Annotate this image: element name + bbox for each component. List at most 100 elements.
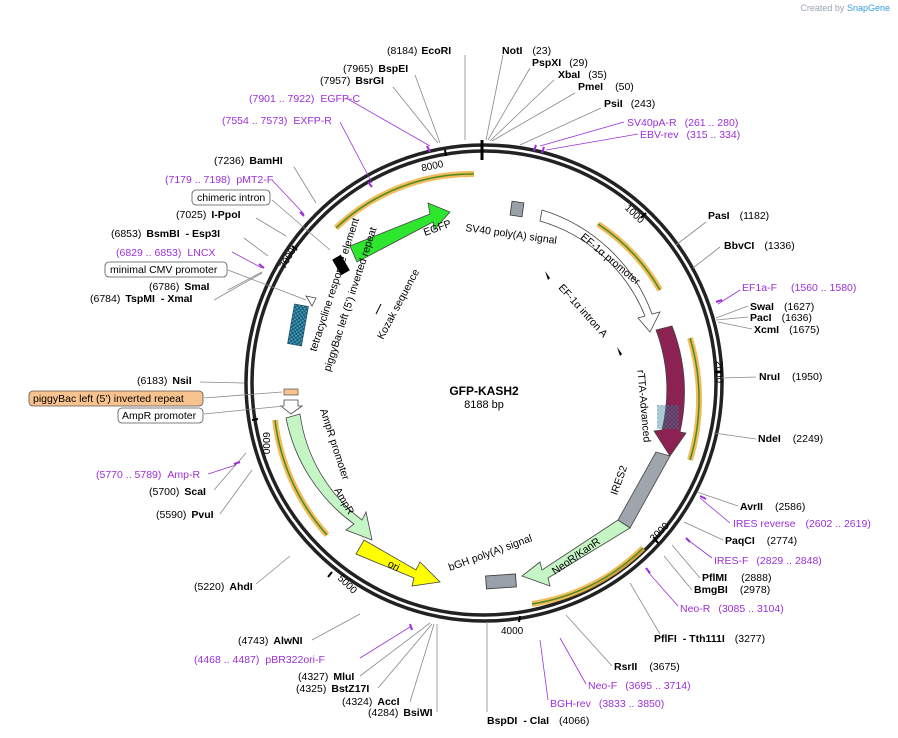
ampr-promoter-box-label: AmpR promoter xyxy=(122,410,197,422)
avrii-label[interactable]: AvrII xyxy=(740,501,763,513)
bamhi-label[interactable]: BamHI xyxy=(249,155,282,167)
bsrgi-label[interactable]: BsrGI xyxy=(355,75,384,87)
pflmi-label[interactable]: PflMI xyxy=(702,572,727,584)
clai-label[interactable]: ClaI xyxy=(530,715,549,727)
ndei-label[interactable]: NdeI xyxy=(758,433,781,445)
xcmi-label[interactable]: XcmI xyxy=(754,324,779,336)
leader-bbvci xyxy=(692,246,721,269)
tick-mark-8000 xyxy=(444,149,447,157)
svg-text:Neo-R(3085 .. 3104): Neo-R(3085 .. 3104) xyxy=(680,603,784,615)
xbai-label[interactable]: XbaI xyxy=(558,69,580,81)
mlui-label[interactable]: MluI xyxy=(333,671,354,683)
noti-label[interactable]: NotI xyxy=(502,45,522,57)
lncx-label[interactable]: LNCX xyxy=(187,247,215,259)
bgh-polya-label: bGH poly(A) signal xyxy=(447,532,534,573)
credit-brand: SnapGene xyxy=(846,3,890,13)
svg-text:SwaI(1627): SwaI(1627) xyxy=(750,301,814,313)
neo-f-label[interactable]: Neo-F xyxy=(588,680,617,692)
bspei-label[interactable]: BspEI xyxy=(378,63,408,75)
boxed-labels: chimeric intron minimal CMV promoter pig… xyxy=(28,189,271,424)
ires-f-label[interactable]: IRES-F xyxy=(714,555,748,567)
smai-label[interactable]: SmaI xyxy=(184,281,209,293)
esp3i-label[interactable]: Esp3I xyxy=(192,228,220,240)
min-cmv-box-label: minimal CMV promoter xyxy=(110,264,218,276)
pasi-label[interactable]: PasI xyxy=(708,210,730,222)
acci-label[interactable]: AccI xyxy=(377,696,399,708)
bsmbi-label[interactable]: BsmBI xyxy=(146,228,179,240)
bstz17i-label[interactable]: BstZ17I xyxy=(331,683,369,695)
sv40pa-r-label[interactable]: SV40pA-R xyxy=(627,117,677,129)
tick-mark-4000 xyxy=(518,615,521,623)
tick-mark-7000 xyxy=(291,245,298,251)
neokan-label: NeoR/KanR xyxy=(550,535,603,577)
leader-ires-reverse xyxy=(699,497,731,524)
psii-label[interactable]: PsiI xyxy=(604,98,623,110)
pbr322ori-f-label[interactable]: pBR322ori-F xyxy=(265,654,325,666)
pmt2-f-label[interactable]: pMT2-F xyxy=(236,174,273,186)
scai-label[interactable]: ScaI xyxy=(184,486,206,498)
pvui-label[interactable]: PvuI xyxy=(191,509,213,521)
rtta-label: rTTA-Advanced xyxy=(634,369,652,443)
svg-text:(5220)AhdI: (5220)AhdI xyxy=(194,581,253,593)
bstz17i-pos: (4325) xyxy=(296,683,326,695)
alwni-pos: (4743) xyxy=(238,635,268,647)
svg-text:PaqCI(2774): PaqCI(2774) xyxy=(725,535,797,547)
svg-text:(7025)I-PpoI: (7025)I-PpoI xyxy=(176,209,241,221)
min-cmv-box[interactable] xyxy=(104,261,228,278)
tspmi-label[interactable]: TspMI xyxy=(125,293,155,305)
ampr-promoter-box[interactable] xyxy=(117,407,204,424)
ef1a-f-label[interactable]: EF1a-F xyxy=(742,282,777,294)
ires-reverse-label[interactable]: IRES reverse xyxy=(733,518,796,530)
swai-label[interactable]: SwaI xyxy=(750,301,774,313)
leader-neo-r xyxy=(647,571,679,607)
svg-text:IRES reverse(2602 .. 2619): IRES reverse(2602 .. 2619) xyxy=(733,518,871,530)
amp-r-label[interactable]: Amp-R xyxy=(167,469,200,481)
xmai-label[interactable]: XmaI xyxy=(167,293,192,305)
leader-paci xyxy=(715,316,749,321)
nrui-label[interactable]: NruI xyxy=(759,371,780,383)
paqci-label[interactable]: PaqCI xyxy=(725,535,755,547)
i-ppoi-label[interactable]: I-PpoI xyxy=(211,209,240,221)
bsmbi-pos: (6853) xyxy=(111,228,141,240)
alwni-label[interactable]: AlwNI xyxy=(273,635,302,647)
leader-pflfi xyxy=(629,582,661,635)
primer-site-amp-r xyxy=(233,461,241,465)
primer-site-ebv-rev xyxy=(541,146,545,154)
svg-text:EBV-rev(315 .. 334): EBV-rev(315 .. 334) xyxy=(640,129,740,141)
tth111i-label[interactable]: Tth111I xyxy=(689,633,725,645)
bspdi-label[interactable]: BspDI xyxy=(487,715,517,727)
rsrii-label[interactable]: RsrII xyxy=(614,661,637,673)
bsiwi-pos: (4284) xyxy=(368,707,398,719)
egfp-c-label[interactable]: EGFP-C xyxy=(320,93,360,105)
chimeric-intron-box[interactable] xyxy=(191,189,271,206)
ahdi-label[interactable]: AhdI xyxy=(229,581,252,593)
pspxi-label[interactable]: PspXI xyxy=(532,57,561,69)
pmei-label[interactable]: PmeI xyxy=(578,81,603,93)
pbr322ori-f-range: (4468 .. 4487) xyxy=(194,654,259,666)
tick-4000: 4000 xyxy=(501,626,524,637)
exfp-r-label[interactable]: EXFP-R xyxy=(293,115,332,127)
bsiwi-label[interactable]: BsiWI xyxy=(403,707,432,719)
ebv-rev-label[interactable]: EBV-rev xyxy=(640,129,679,141)
nsii-label[interactable]: NsiI xyxy=(172,375,191,387)
pflfi-label[interactable]: PflFI xyxy=(654,633,677,645)
tick-6000: 6000 xyxy=(260,432,271,455)
leader-pvui xyxy=(219,469,253,515)
ecori-label[interactable]: EcoRI xyxy=(421,45,451,57)
kozak-marker xyxy=(375,303,382,315)
rsrii-pos: (3675) xyxy=(649,661,679,673)
paci-label[interactable]: PacI xyxy=(750,312,772,324)
bmgbi-label[interactable]: BmgBI xyxy=(694,584,728,596)
piggybac-box[interactable] xyxy=(28,390,204,407)
leader-lncx xyxy=(231,251,263,269)
bmgbi-pos: (2978) xyxy=(740,584,770,596)
bgh-rev-label[interactable]: BGH-rev xyxy=(550,698,592,710)
bbvci-label[interactable]: BbvCI xyxy=(724,240,754,252)
primer-labels: (7901 .. 7922)EGFP-C (7554 .. 7573)EXFP-… xyxy=(96,93,871,710)
neo-r-label[interactable]: Neo-R xyxy=(680,603,711,615)
nrui-pos: (1950) xyxy=(792,371,822,383)
primer-arrow-neo xyxy=(531,547,644,605)
rtetr-hatch xyxy=(657,405,679,429)
leader-bmgbi xyxy=(663,555,693,591)
leader-piggybac-box xyxy=(203,391,283,399)
